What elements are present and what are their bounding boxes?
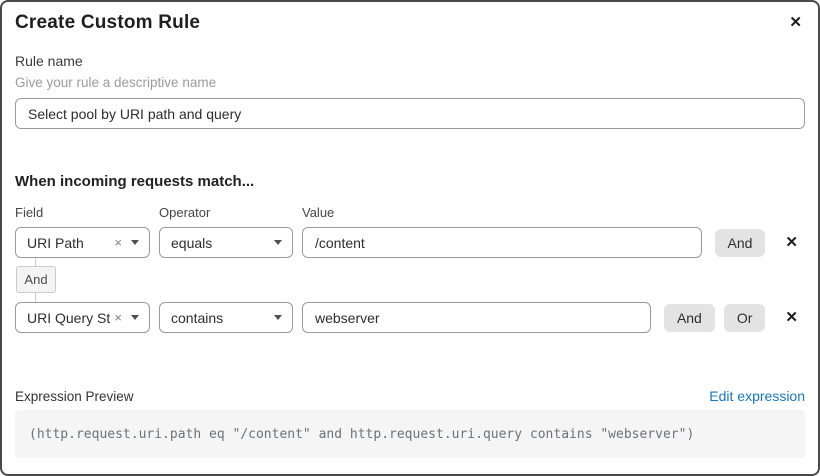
- delete-condition-icon[interactable]: ✕: [785, 234, 798, 251]
- chevron-down-icon: [131, 240, 139, 245]
- chevron-down-icon: [274, 240, 282, 245]
- value-input[interactable]: [302, 227, 702, 258]
- operator-select[interactable]: contains: [159, 302, 293, 333]
- or-button[interactable]: Or: [723, 303, 766, 332]
- logic-button-group: And: [714, 228, 766, 257]
- field-column-label: Field: [15, 205, 44, 220]
- connector-line: [35, 258, 36, 266]
- expression-preview-label: Expression Preview: [15, 389, 134, 404]
- match-heading: When incoming requests match...: [15, 173, 255, 190]
- clear-icon[interactable]: ×: [114, 235, 122, 250]
- connector-and-badge: And: [16, 266, 56, 293]
- expression-preview-header: Expression Preview Edit expression: [15, 388, 805, 404]
- condition-connector: And: [15, 258, 805, 302]
- connector-line: [35, 293, 36, 302]
- operator-select[interactable]: equals: [159, 227, 293, 258]
- delete-condition-icon[interactable]: ✕: [785, 309, 798, 326]
- operator-column-label: Operator: [159, 205, 211, 220]
- dialog-header: Create Custom Rule ✕: [15, 2, 805, 34]
- close-icon[interactable]: ✕: [789, 14, 802, 31]
- condition-row: URI Query St... × contains And Or ✕: [15, 302, 805, 333]
- rule-name-helper: Give your rule a descriptive name: [15, 75, 217, 90]
- clear-icon[interactable]: ×: [114, 310, 122, 325]
- builder-column-labels: Field Operator Value: [15, 205, 805, 220]
- rule-name-input[interactable]: [15, 98, 805, 129]
- value-input[interactable]: [302, 302, 651, 333]
- and-button[interactable]: And: [714, 228, 766, 257]
- condition-row: URI Path × equals And ✕: [15, 227, 805, 258]
- and-button[interactable]: And: [663, 303, 715, 332]
- logic-button-group: And Or: [663, 303, 766, 332]
- rule-name-label: Rule name: [15, 53, 83, 69]
- field-select-value: URI Path: [27, 234, 84, 251]
- chevron-down-icon: [274, 315, 282, 320]
- value-column-label: Value: [302, 205, 335, 220]
- edit-expression-link[interactable]: Edit expression: [709, 388, 805, 404]
- expression-code: (http.request.uri.path eq "/content" and…: [15, 410, 805, 458]
- field-select[interactable]: URI Query St... ×: [15, 302, 150, 333]
- chevron-down-icon: [131, 315, 139, 320]
- dialog-title: Create Custom Rule: [15, 12, 201, 33]
- field-select[interactable]: URI Path ×: [15, 227, 150, 258]
- field-select-value: URI Query St...: [27, 309, 111, 326]
- operator-select-value: contains: [171, 309, 224, 326]
- operator-select-value: equals: [171, 234, 213, 251]
